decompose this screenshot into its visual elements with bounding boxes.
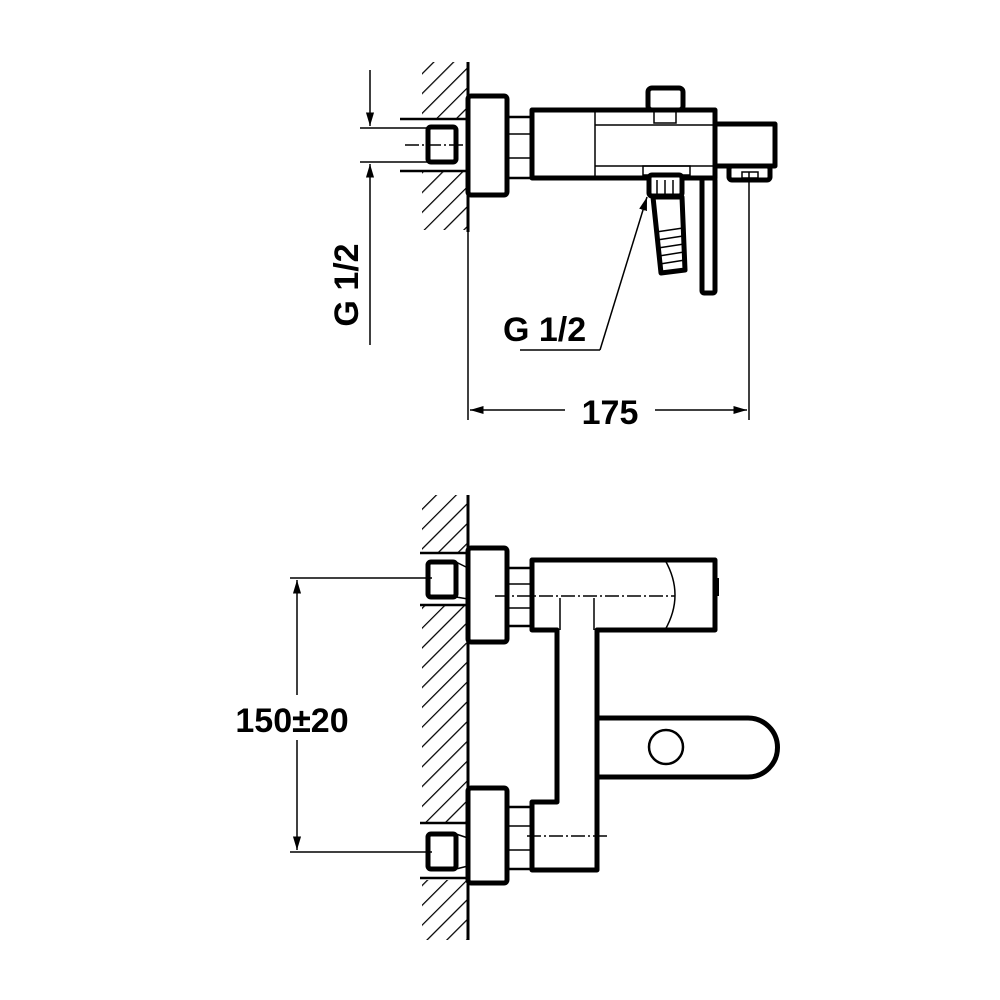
dimension-150: 150±20 <box>235 577 432 853</box>
inlet-thread-label: G 1/2 <box>328 243 366 326</box>
upper-eccentric <box>465 545 510 645</box>
lever-side <box>699 175 718 296</box>
wall-section <box>422 62 470 232</box>
dimension-inlet-thread: G 1/2 <box>328 70 432 345</box>
inlet-nipple-lower <box>425 831 459 872</box>
wall-section-front <box>420 495 470 940</box>
dimension-175: 175 <box>467 172 750 432</box>
center-distance-label: 150±20 <box>235 702 348 740</box>
mixer-body-front <box>529 557 718 873</box>
outlet-thread-label: G 1/2 <box>503 311 586 349</box>
inlet-nipple-upper <box>425 559 459 600</box>
top-view: 175 G 1/2 G 1/2 <box>328 62 778 432</box>
front-view: 150±20 <box>235 495 780 940</box>
diverter-knob <box>645 85 686 113</box>
dimension-outlet-thread: G 1/2 <box>503 196 648 351</box>
lower-eccentric <box>465 785 510 886</box>
shower-hose <box>650 194 688 276</box>
mixer-body-top <box>465 85 778 296</box>
lever-button <box>647 728 685 766</box>
mixer-lever <box>594 715 780 780</box>
dimension-175-label: 175 <box>582 394 639 432</box>
